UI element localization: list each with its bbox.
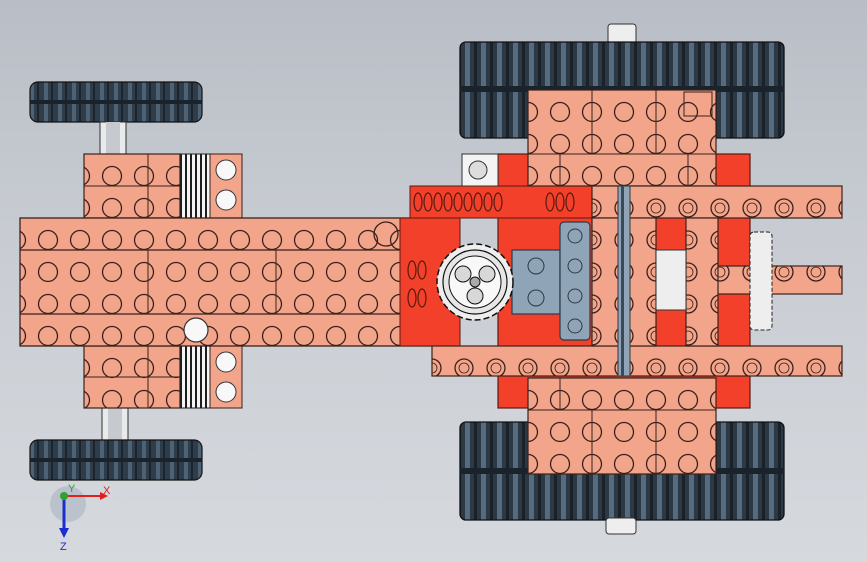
steel-liftarm — [511, 221, 591, 341]
crown-gear[interactable] — [436, 243, 514, 321]
y-axis-label: Y — [68, 483, 76, 495]
main-chassis — [19, 217, 433, 347]
front-bottom-axle-block — [83, 345, 243, 409]
rear-top-bricks — [527, 89, 717, 187]
rear-small-gear — [655, 231, 773, 331]
technic-beam-top — [591, 185, 843, 219]
front-top-wheel[interactable] — [29, 81, 203, 157]
spring-row — [407, 192, 575, 308]
coordinate-triad: X Y Z — [50, 483, 111, 553]
z-axis-label: Z — [60, 541, 67, 553]
x-axis-label: X — [103, 485, 111, 497]
front-bottom-wheel[interactable] — [29, 405, 203, 481]
front-top-axle-block — [83, 153, 243, 219]
rear-bottom-bricks — [527, 377, 717, 475]
technic-beam-bottom — [431, 345, 843, 377]
